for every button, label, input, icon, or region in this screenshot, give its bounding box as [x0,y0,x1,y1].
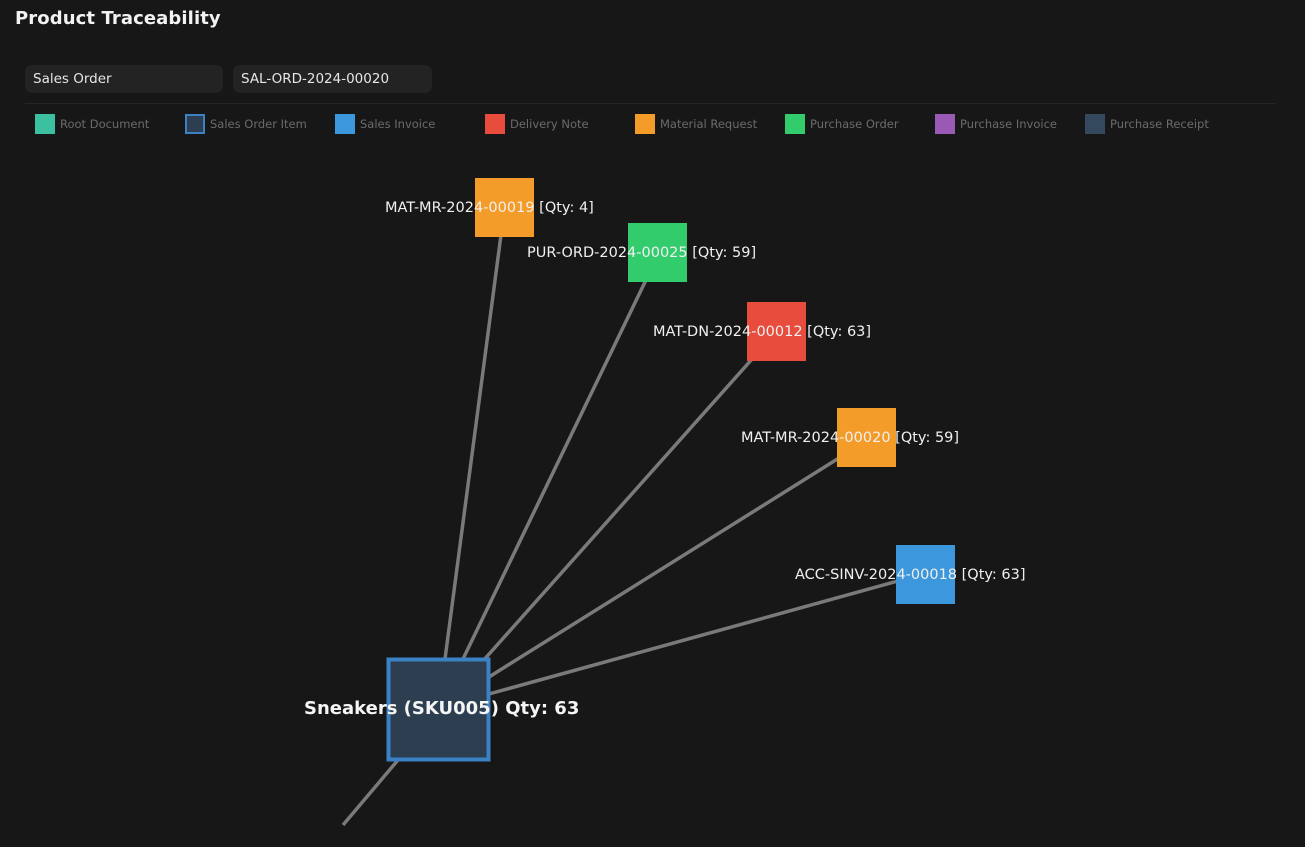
node-square[interactable] [747,302,806,361]
root-node-square[interactable] [386,657,491,762]
legend-item-root-document: Root Document [35,114,149,134]
legend-swatch-sales-invoice [335,114,355,134]
legend-item-sales-order-item: Sales Order Item [185,114,307,134]
root-node-label: Sneakers (SKU005) Qty: 63 [304,698,579,719]
legend-swatch-purchase-order [785,114,805,134]
legend-swatch-sales-order-item [185,114,205,134]
legend-label: Purchase Order [810,117,899,131]
node-square[interactable] [837,408,896,467]
edge-root-to-parent [341,758,400,827]
legend-label: Sales Invoice [360,117,436,131]
docname-field[interactable]: SAL-ORD-2024-00020 [233,65,432,93]
legend-label: Delivery Note [510,117,589,131]
node-square[interactable] [896,545,955,604]
node-label: MAT-MR-2024-00019 [Qty: 4] [385,200,594,216]
divider [25,103,1276,104]
legend-item-delivery-note: Delivery Note [485,114,589,134]
node-label: MAT-DN-2024-00012 [Qty: 63] [653,324,871,340]
node-purchase-order[interactable]: PUR-ORD-2024-00025 [Qty: 59] [527,223,756,282]
legend-swatch-delivery-note [485,114,505,134]
legend-label: Root Document [60,117,150,131]
node-label: PUR-ORD-2024-00025 [Qty: 59] [527,245,756,261]
legend-label: Purchase Receipt [1110,117,1209,131]
edge-root-to-node-2 [480,356,755,664]
node-label: MAT-MR-2024-00020 [Qty: 59] [741,430,959,446]
node-delivery-note[interactable]: MAT-DN-2024-00012 [Qty: 63] [653,302,871,361]
legend-swatch-purchase-invoice [935,114,955,134]
legend-item-purchase-order: Purchase Order [785,114,899,134]
node-square[interactable] [475,178,534,237]
page-title: Product Traceability [15,8,221,29]
legend-label: Material Request [660,117,758,131]
legend-label: Purchase Invoice [960,117,1057,131]
legend-swatch-material-request [635,114,655,134]
legend-label: Sales Order Item [210,117,307,131]
edge-root-to-node-4 [488,579,899,696]
edge-root-to-node-1 [461,279,648,660]
edge-root-to-node-3 [488,456,840,679]
node-material-request[interactable]: MAT-MR-2024-00019 [Qty: 4] [385,178,594,237]
legend-item-purchase-receipt: Purchase Receipt [1085,114,1209,134]
graph-nodes[interactable]: MAT-MR-2024-00019 [Qty: 4] PUR-ORD-2024-… [304,178,1026,762]
node-label: ACC-SINV-2024-00018 [Qty: 63] [795,567,1026,583]
legend-swatch-purchase-receipt [1085,114,1105,134]
edges [341,234,899,827]
legend-swatch-root-document [35,114,55,134]
doctype-field[interactable]: Sales Order [25,65,223,93]
node-material-request[interactable]: MAT-MR-2024-00020 [Qty: 59] [741,408,959,467]
legend-item-purchase-invoice: Purchase Invoice [935,114,1057,134]
edge-root-to-node-0 [443,234,503,660]
legend-item-sales-invoice: Sales Invoice [335,114,435,134]
node-root-sales-order-item[interactable]: Sneakers (SKU005) Qty: 63 [304,657,579,762]
node-sales-invoice[interactable]: ACC-SINV-2024-00018 [Qty: 63] [795,545,1026,604]
legend-item-material-request: Material Request [635,114,757,134]
node-square[interactable] [628,223,687,282]
